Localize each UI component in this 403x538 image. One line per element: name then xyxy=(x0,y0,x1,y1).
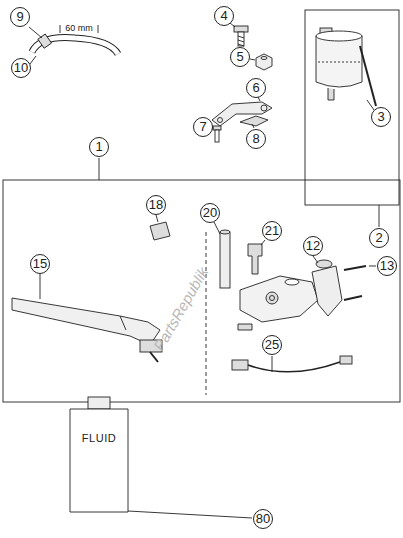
leader-line xyxy=(250,59,255,60)
callout-number: 25 xyxy=(262,335,282,355)
bottle-label: FLUID xyxy=(82,432,116,444)
callout-number: 1 xyxy=(89,137,109,157)
callout-number: 10 xyxy=(11,58,31,78)
brake-lever xyxy=(12,298,160,345)
screw-head xyxy=(213,126,221,130)
dimension-line xyxy=(60,25,61,33)
leader-line xyxy=(99,158,100,180)
leader-line xyxy=(272,356,273,372)
watermark: PartsRepublik xyxy=(150,264,211,353)
leader-line xyxy=(367,100,374,110)
callout-number: 13 xyxy=(377,256,397,276)
bolt xyxy=(344,296,362,300)
group-frame xyxy=(305,10,399,205)
callout-number: 3 xyxy=(371,107,391,127)
callout-number: 21 xyxy=(262,221,282,241)
leader-line xyxy=(128,511,252,518)
dimension-line xyxy=(98,25,99,33)
leader-line xyxy=(30,56,36,64)
callout-number: 6 xyxy=(246,78,266,98)
leader-line xyxy=(369,266,376,267)
divider-line xyxy=(206,232,207,395)
clamp-plate xyxy=(240,116,268,126)
callout-number: 2 xyxy=(369,228,389,248)
leader-line xyxy=(379,205,380,227)
cover-cap xyxy=(150,222,170,240)
adjuster-screw xyxy=(150,352,158,362)
bleed-fitting xyxy=(248,244,262,274)
fluid-bottle xyxy=(70,409,128,512)
callout-number: 18 xyxy=(146,195,166,215)
switch-cable xyxy=(248,362,340,372)
pivot-pin xyxy=(220,232,230,288)
connector xyxy=(340,356,352,364)
dimension-label: 60 mm xyxy=(64,23,94,33)
callout-number: 5 xyxy=(230,47,250,67)
leader-line xyxy=(313,256,318,263)
handlebar-clamp xyxy=(312,266,342,316)
nut xyxy=(256,54,272,70)
leader-line xyxy=(156,215,158,222)
bolt-head xyxy=(234,26,248,32)
leader-line xyxy=(29,27,42,38)
screw xyxy=(360,46,376,106)
reservoir-nozzle xyxy=(328,88,334,100)
callout-number: 4 xyxy=(214,6,234,26)
callout-number: 8 xyxy=(246,129,266,149)
bolt xyxy=(344,266,366,270)
screw xyxy=(215,130,219,142)
leader-line xyxy=(40,274,41,299)
leader-line xyxy=(252,124,254,128)
callout-number: 20 xyxy=(200,203,220,223)
callout-number: 7 xyxy=(193,117,213,137)
bracket xyxy=(212,102,272,126)
brake-switch xyxy=(232,360,248,370)
group-frame xyxy=(3,180,400,402)
callout-number: 15 xyxy=(30,254,50,274)
callout-number: 80 xyxy=(253,509,273,529)
reservoir xyxy=(316,36,362,87)
callout-number: 9 xyxy=(10,7,30,27)
leader-line xyxy=(214,222,220,234)
bolt-shank xyxy=(238,32,244,46)
leader-line xyxy=(261,240,265,245)
callout-number: 12 xyxy=(303,236,323,256)
bottle-cap xyxy=(88,397,110,409)
master-cylinder xyxy=(240,276,318,322)
leader-line xyxy=(230,23,235,27)
